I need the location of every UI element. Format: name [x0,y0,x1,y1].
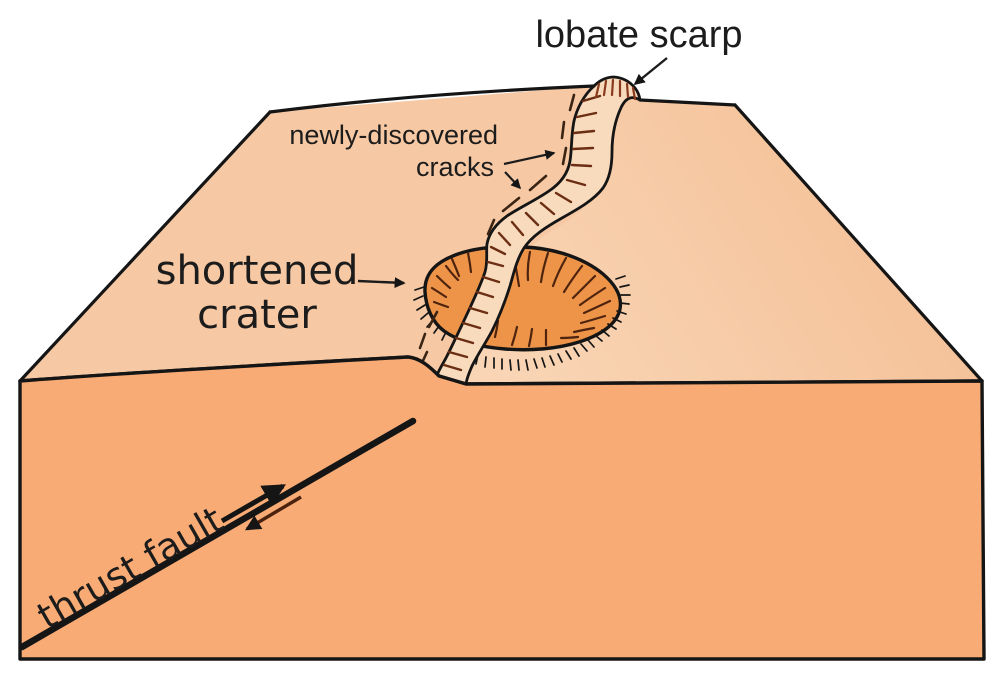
slip-arrow-down [244,495,302,531]
slip-arrows [220,483,302,531]
left-diagonal-edge [18,110,272,383]
front-face-fill [18,355,986,661]
thrust-fault-line [18,417,417,651]
scarp-hatching [442,94,602,372]
scarp-crest-hatching [594,78,637,101]
scarp-band-face [435,75,642,386]
label-cracks-line2: cracks [416,152,494,182]
label-cracks-line1: newly-discovered [289,120,498,150]
lobate-scarp-band [435,75,642,386]
annotations: lobate scarp newly-discovered cracks sho… [156,14,743,338]
top-edge-left [268,84,596,114]
slip-arrow-up [220,483,286,524]
label-lobate-scarp: lobate scarp [535,14,742,56]
front-face: thrust fault [18,355,986,661]
label-crater-line1: shortened [156,248,359,294]
right-diagonal-edge [733,103,984,383]
arrow-to-crack-upper [503,149,556,166]
label-crater-line2: crater [197,292,317,338]
crack-dashes [418,93,576,367]
arrow-to-crack-lower [504,171,522,190]
arrow-to-scarp [633,57,668,86]
top-edge-right [638,98,737,107]
crater-hachures [430,250,612,348]
arrow-to-crater [357,277,406,289]
